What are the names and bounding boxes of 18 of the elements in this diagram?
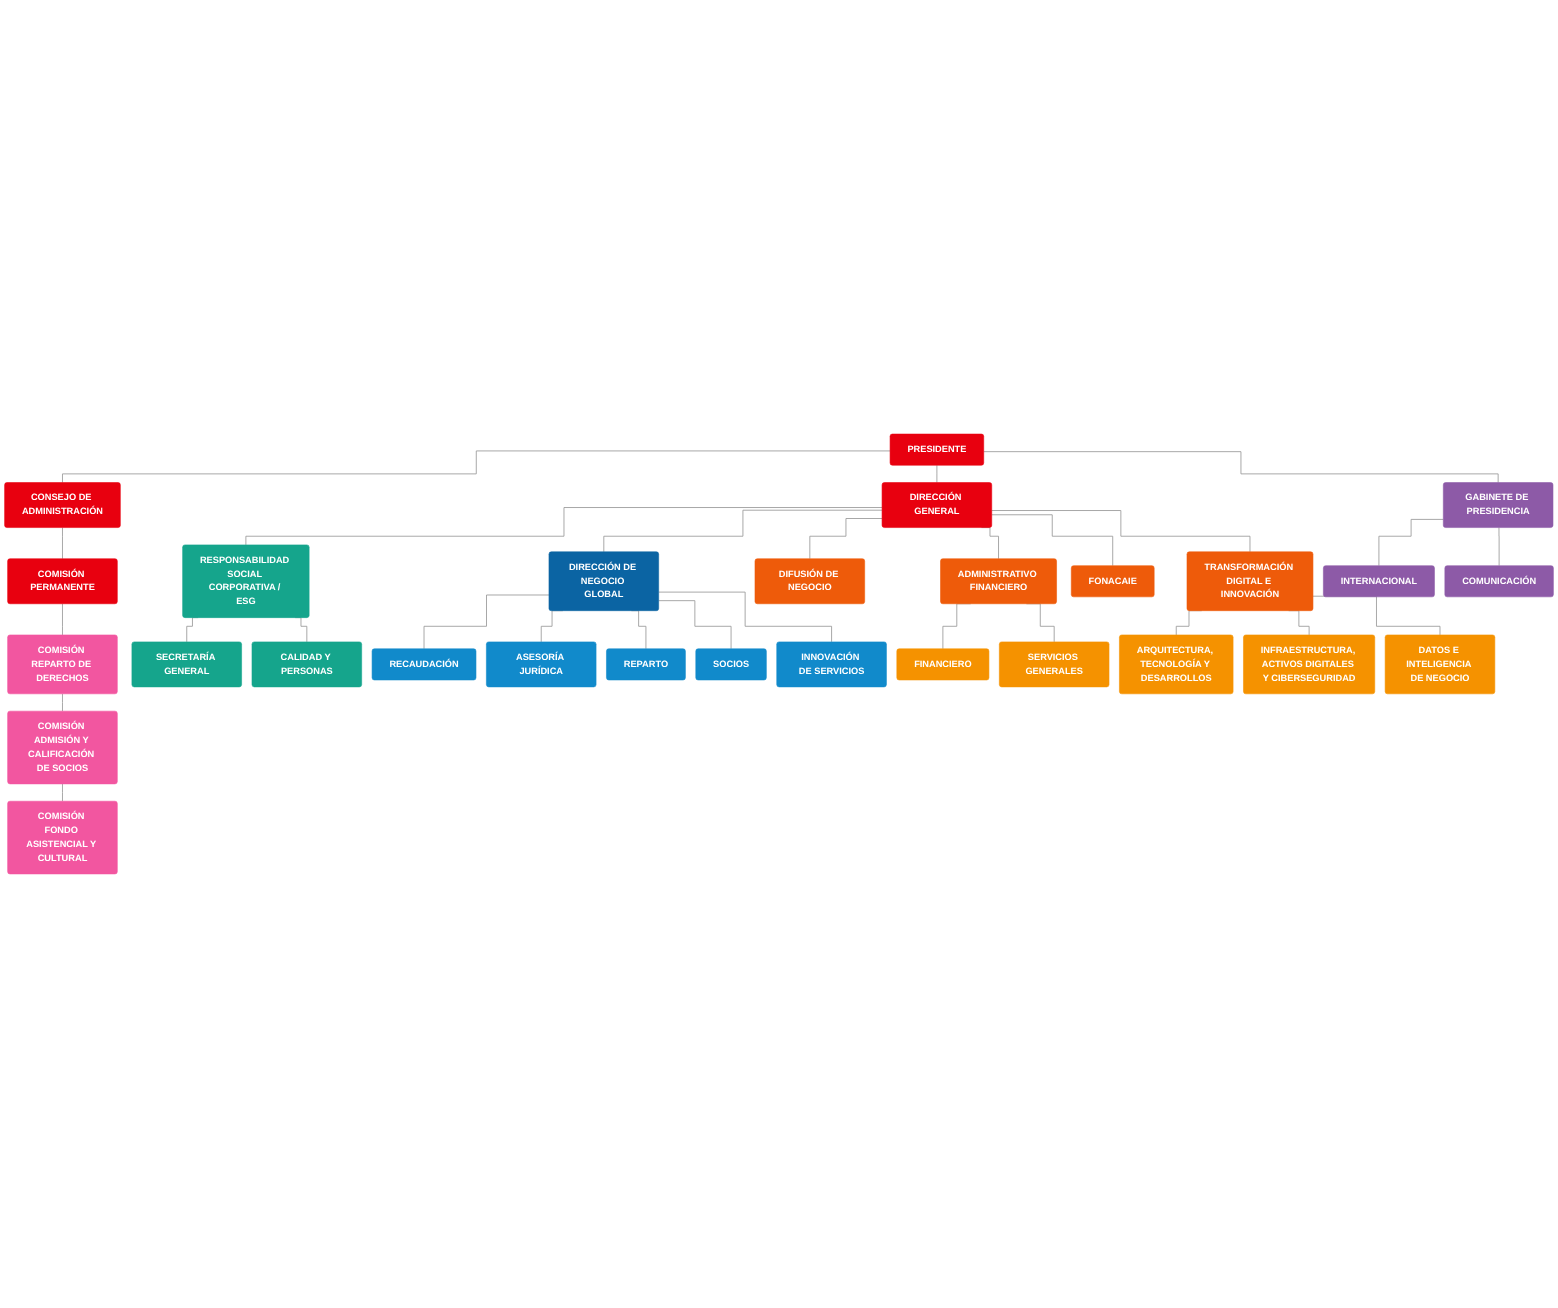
connector <box>423 594 550 650</box>
connector <box>658 600 732 650</box>
connector <box>62 603 63 636</box>
connector <box>809 518 883 560</box>
connector <box>603 509 883 553</box>
connector <box>991 510 1251 553</box>
connector <box>245 507 883 546</box>
connector <box>294 617 308 643</box>
connector <box>991 514 1114 567</box>
connector <box>62 450 891 483</box>
connector <box>983 451 1499 483</box>
connector <box>936 464 938 483</box>
connector <box>62 783 63 802</box>
connector <box>62 527 63 560</box>
connector <box>1378 518 1444 567</box>
connector <box>658 591 833 643</box>
connector <box>62 693 63 712</box>
connector <box>1498 527 1500 567</box>
